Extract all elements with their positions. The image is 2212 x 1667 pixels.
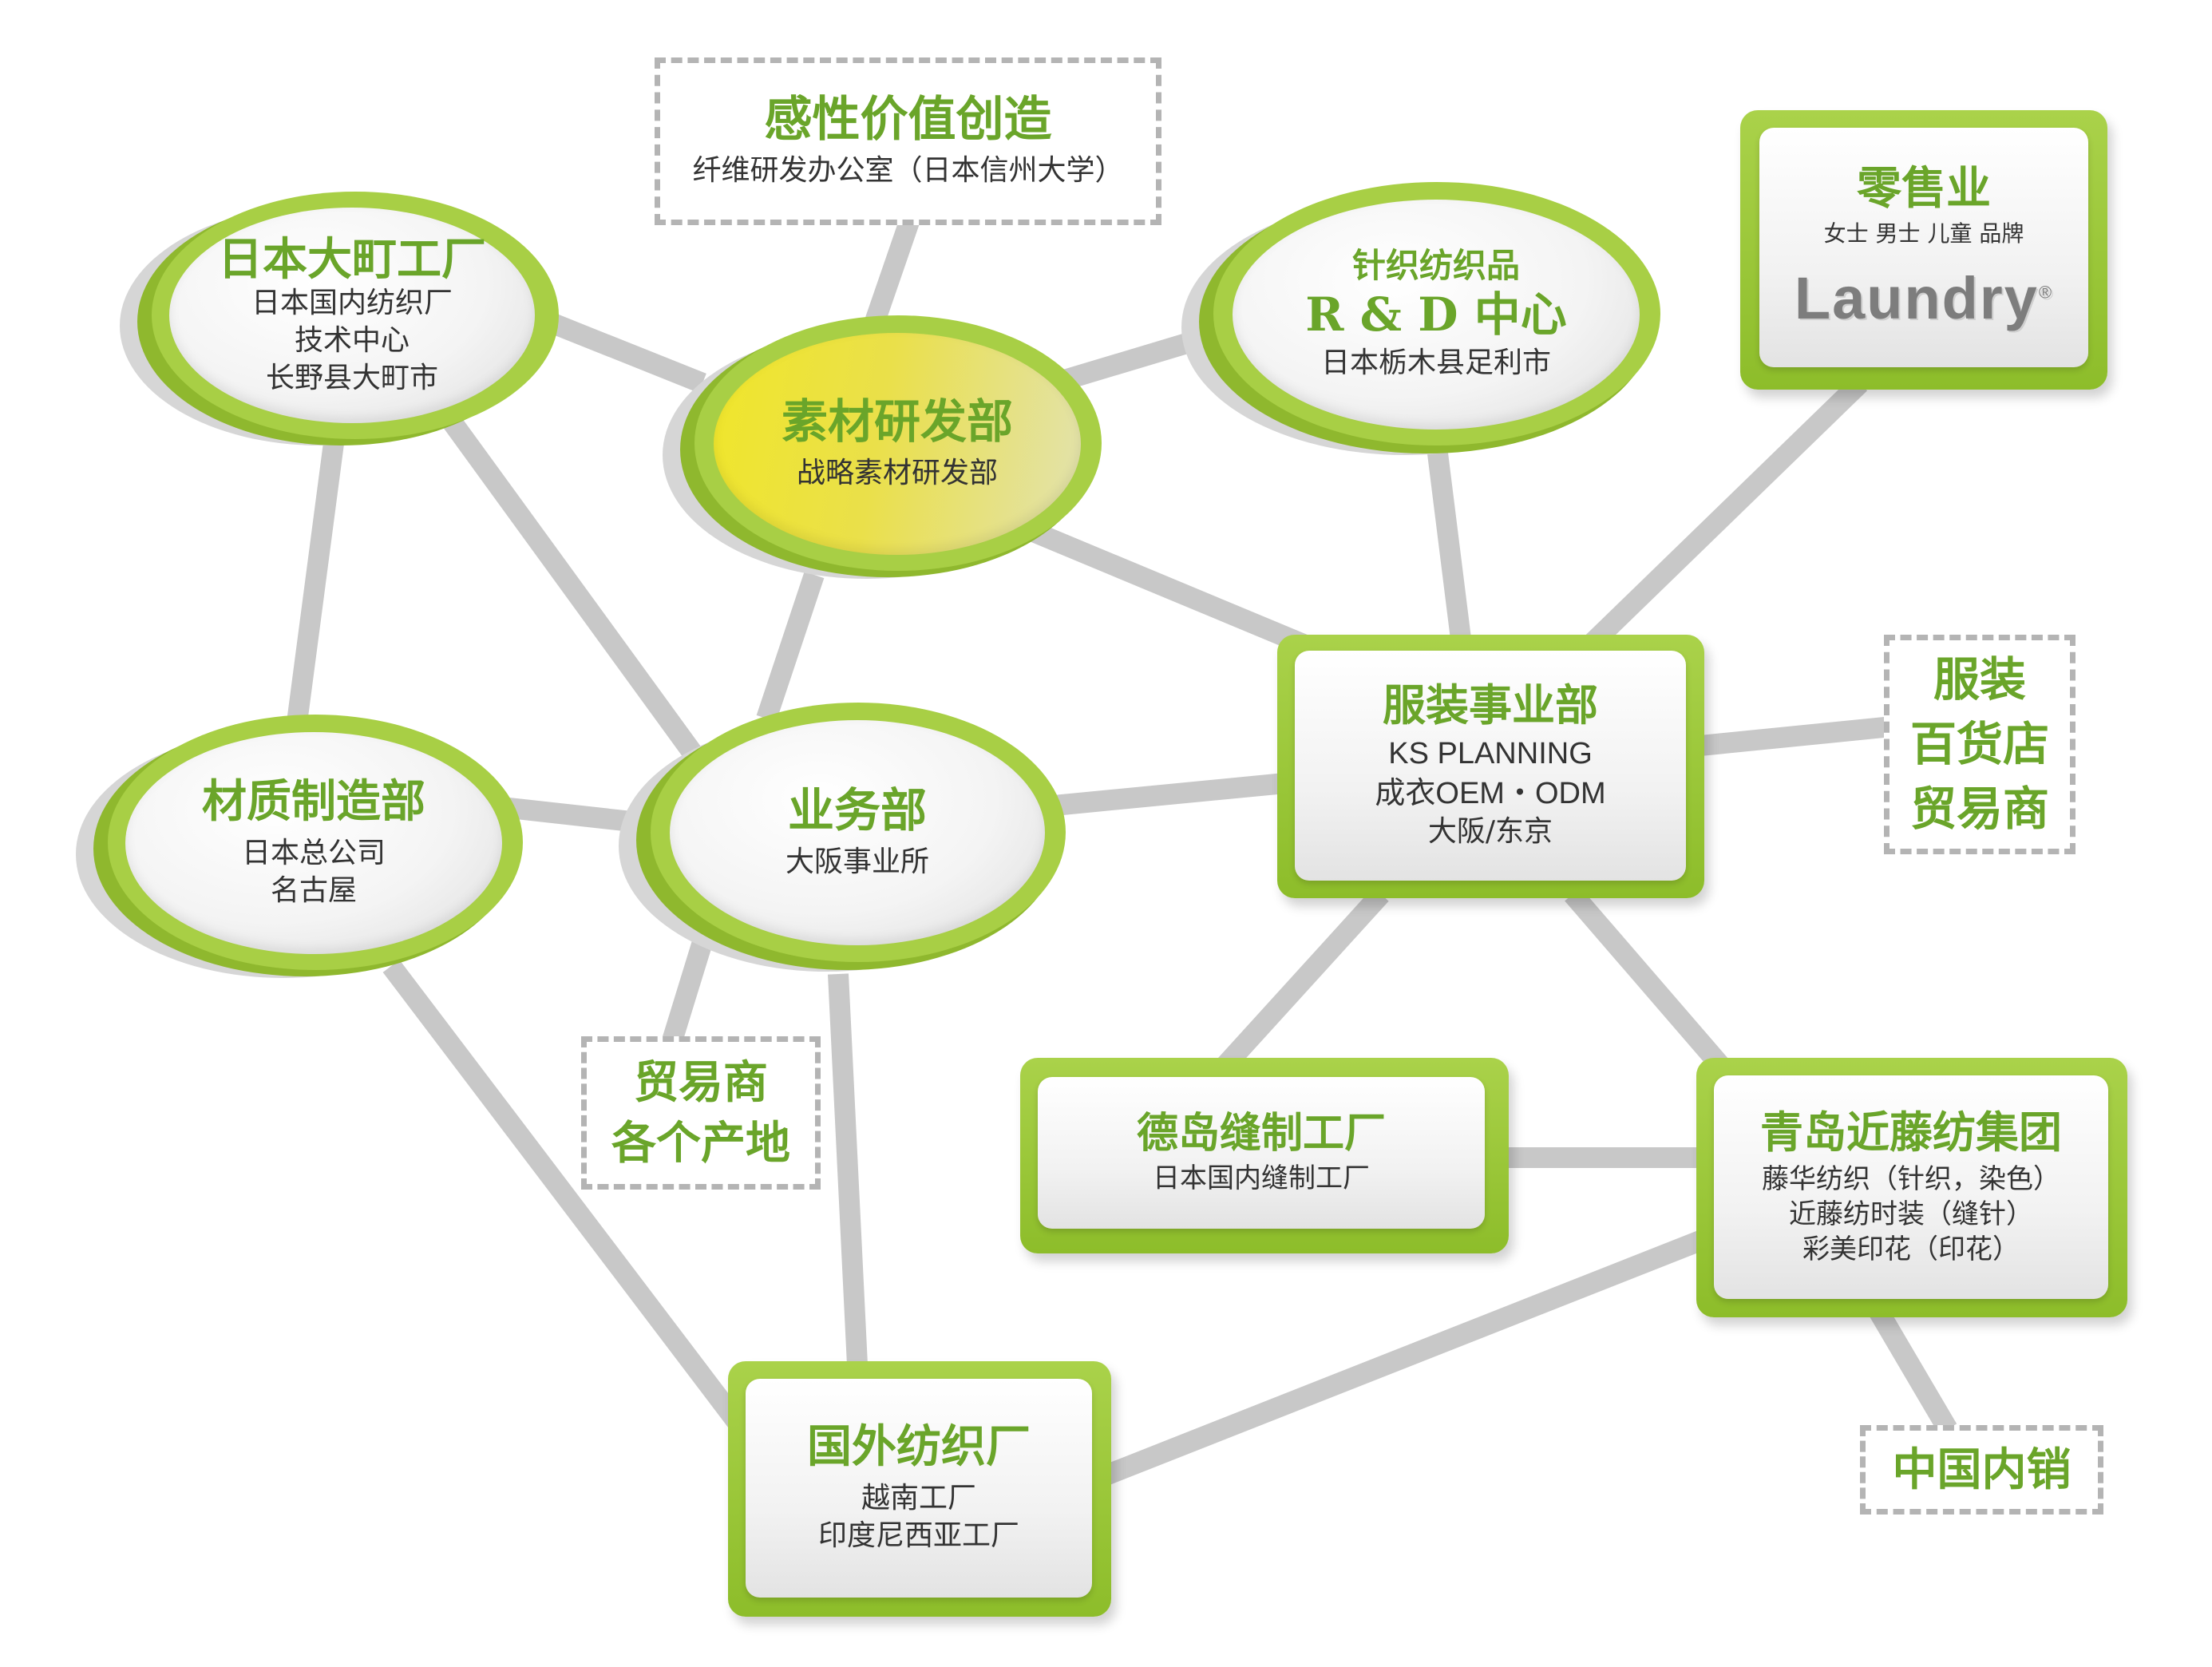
link-omachi-material xyxy=(285,430,346,736)
node-traders-line-2: 各个产地 xyxy=(611,1117,790,1170)
node-omachi: 日本大町工厂 日本国内纺织厂 技术中心 长野县大町市 xyxy=(120,192,559,455)
node-retail: 零售业 女士 男士 儿童 品牌 Laundry® xyxy=(1740,110,2107,390)
node-china: 中国内销 xyxy=(1860,1425,2103,1515)
laundry-logo-mark: ® xyxy=(2038,282,2054,303)
link-omachi-sozai xyxy=(539,309,706,394)
link-material-sales xyxy=(493,796,640,833)
node-qingdao-title: 青岛近藤纺集团 xyxy=(1760,1106,2062,1158)
link-overseas-qingdao xyxy=(1098,1227,1712,1487)
node-omachi-line-2: 技术中心 xyxy=(294,323,410,357)
node-omachi-line-3: 长野县大町市 xyxy=(265,361,438,394)
node-kansei: 感性价值创造 纤维研发办公室（日本信州大学） xyxy=(655,57,1161,225)
node-sozai-line-1: 战略素材研发部 xyxy=(796,456,998,489)
node-apparel-clients: 服装 百货店 贸易商 xyxy=(1884,635,2075,854)
node-china-line-1: 中国内销 xyxy=(1892,1443,2072,1496)
node-kansei-line-1: 纤维研发办公室（日本信州大学） xyxy=(692,154,1124,188)
node-apparel-clients-line-1: 服装 xyxy=(1933,652,2026,707)
node-material-line-1: 日本总公司 xyxy=(241,837,386,870)
link-knitrd-apparel xyxy=(1427,445,1471,640)
link-sales-apparel xyxy=(1044,772,1295,817)
laundry-logo: Laundry® xyxy=(1795,264,2053,332)
link-sales-traders xyxy=(660,939,713,1049)
node-apparel-line-2: 成衣OEM・ODM xyxy=(1375,776,1606,810)
node-qingdao-line-2: 近藤纺时装（缝针） xyxy=(1789,1198,2033,1230)
node-knit-rd-title-top: 针织纺织品 xyxy=(1351,246,1520,286)
node-material: 材质制造部 日本总公司 名古屋 xyxy=(76,715,523,986)
node-knit-rd-title: R & D 中心 xyxy=(1305,287,1567,343)
link-sozai-sales xyxy=(756,571,825,723)
node-omachi-title: 日本大町工厂 xyxy=(218,232,486,286)
link-omachi-sales xyxy=(438,409,711,773)
node-overseas-title: 国外纺织厂 xyxy=(807,1420,1031,1473)
node-apparel-line-1: KS PLANNING xyxy=(1388,737,1593,771)
node-apparel-line-3: 大阪/东京 xyxy=(1427,815,1553,849)
node-apparel: 服装事业部 KS PLANNING 成衣OEM・ODM 大阪/东京 xyxy=(1277,635,1704,898)
link-material-overseas xyxy=(382,960,751,1435)
node-apparel-clients-line-2: 百货店 xyxy=(1909,717,2049,772)
node-traders: 贸易商 各个产地 xyxy=(581,1036,821,1190)
laundry-logo-text: Laundry xyxy=(1794,264,2039,331)
link-retail-apparel xyxy=(1581,375,1868,655)
node-apparel-clients-line-3: 贸易商 xyxy=(1909,781,2049,836)
node-tokushima-line-1: 日本国内缝制工厂 xyxy=(1153,1162,1370,1194)
link-sales-overseas xyxy=(828,973,869,1382)
node-sozai: 素材研发部 战略素材研发部 xyxy=(663,315,1102,587)
node-knit-rd: 针织纺织品 R & D 中心 日本栃木县足利市 xyxy=(1181,182,1660,461)
node-kansei-title: 感性价值创造 xyxy=(764,92,1052,148)
node-qingdao: 青岛近藤纺集团 藤华纺织（针织，染色） 近藤纺时装（缝针） 彩美印花（印花） xyxy=(1696,1058,2127,1317)
link-sozai-apparel xyxy=(1018,517,1313,656)
node-material-title: 材质制造部 xyxy=(202,775,425,828)
node-overseas-line-2: 印度尼西亚工厂 xyxy=(817,1519,1019,1553)
node-omachi-line-1: 日本国内纺织厂 xyxy=(251,287,453,319)
node-sales-line-1: 大阪事业所 xyxy=(785,845,929,878)
node-sales-title: 业务部 xyxy=(787,783,927,838)
node-sozai-title: 素材研发部 xyxy=(781,394,1013,449)
node-knit-rd-line-1: 日本栃木县足利市 xyxy=(1320,346,1551,380)
link-apparel-tokushima xyxy=(1213,887,1389,1077)
node-qingdao-line-3: 彩美印花（印花） xyxy=(1802,1233,2020,1266)
node-traders-line-1: 贸易商 xyxy=(634,1055,768,1109)
node-overseas-line-1: 越南工厂 xyxy=(861,1482,976,1515)
link-apparel-clients xyxy=(1691,716,1893,757)
link-apparel-qingdao xyxy=(1565,887,1732,1077)
node-tokushima-title: 德岛缝制工厂 xyxy=(1136,1109,1386,1158)
node-tokushima: 德岛缝制工厂 日本国内缝制工厂 xyxy=(1020,1058,1509,1253)
node-retail-title: 零售业 xyxy=(1857,162,1991,216)
node-overseas: 国外纺织厂 越南工厂 印度尼西亚工厂 xyxy=(728,1361,1111,1617)
node-retail-line-1: 女士 男士 儿童 品牌 xyxy=(1823,220,2024,247)
node-apparel-title: 服装事业部 xyxy=(1383,679,1598,731)
node-qingdao-line-1: 藤华纺织（针织，染色） xyxy=(1762,1162,2060,1195)
node-sales: 业务部 大阪事业所 xyxy=(619,703,1066,978)
node-material-line-2: 名古屋 xyxy=(270,874,357,908)
